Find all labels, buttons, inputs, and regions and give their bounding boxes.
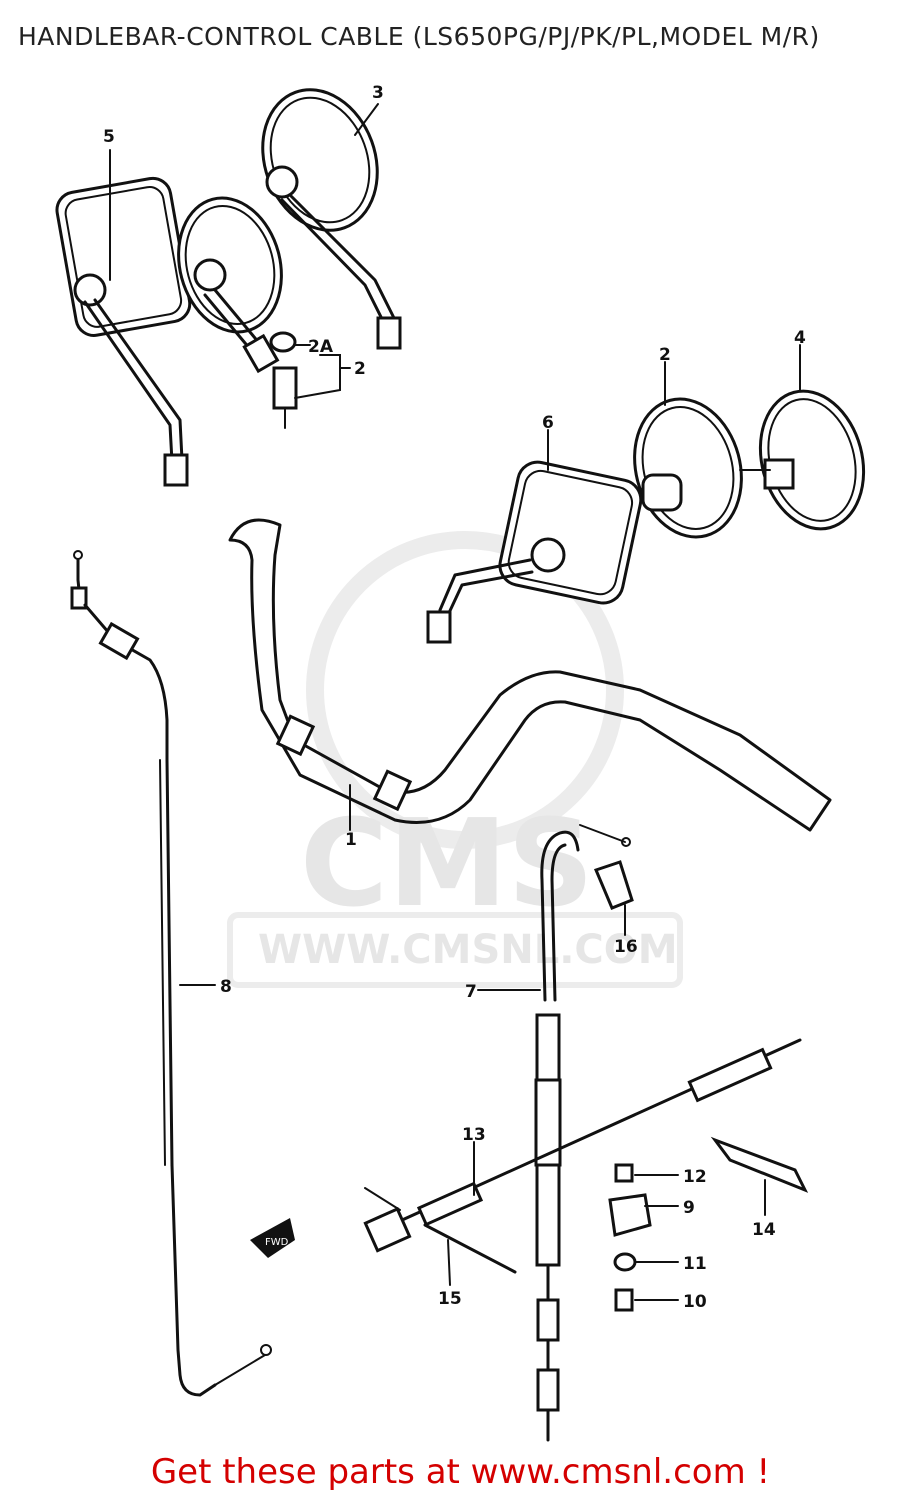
fwd-label: FWD [265,1237,289,1248]
mirror-round-right [758,389,866,531]
mirror-nut [269,331,298,429]
callout-1: 1 [345,830,357,850]
callout-7: 7 [465,982,477,1002]
callout-15: 15 [438,1289,462,1309]
bracket-9 [608,1193,652,1237]
clamp [710,1136,809,1193]
callout-2: 2 [354,359,366,379]
mirror-round-top [261,88,402,350]
callout-6: 6 [542,413,554,433]
cap [593,860,634,910]
fwd-arrow-icon: FWD [250,1218,295,1258]
callout-13: 13 [462,1125,486,1145]
small-parts [608,1163,652,1312]
handlebar [228,518,832,832]
watermark-logo: CMS [300,795,594,934]
callout-9: 9 [683,1198,695,1218]
leader-lines [109,103,801,1301]
callout-16: 16 [614,937,638,957]
washer-11 [613,1252,637,1272]
nut-12 [614,1163,634,1183]
callout-11: 11 [683,1254,707,1274]
mirror-rect-right [426,460,643,644]
mirror-round-right-2 [633,397,771,539]
callout-12: 12 [683,1167,707,1187]
mirror-round-center [177,196,283,374]
watermark-url: WWW.CMSNL.COM [258,927,678,973]
bolt-10 [614,1288,634,1312]
callout-8: 8 [220,977,232,997]
callout-5: 5 [103,127,115,147]
throttle-cable [534,824,631,1442]
mirror-rect-left [55,176,192,487]
callout-4: 4 [794,328,806,348]
callout-3: 3 [372,83,384,103]
watermark: CMS WWW.CMSNL.COM [227,531,683,988]
footer-promo-text[interactable]: Get these parts at www.cmsnl.com ! [150,1452,771,1492]
callout-14: 14 [752,1220,776,1240]
page-title: HANDLEBAR-CONTROL CABLE (LS650PG/PJ/PK/P… [18,22,820,51]
clutch-cable [70,550,272,1397]
brake-cable [363,1038,802,1253]
callout-10: 10 [683,1292,707,1312]
rod [423,1223,517,1274]
callout-labels: 5 3 2A 2 4 2 6 1 16 7 8 13 12 9 11 10 14… [103,83,806,1312]
callout-2-right: 2 [659,345,671,365]
callout-2a: 2A [308,337,334,357]
